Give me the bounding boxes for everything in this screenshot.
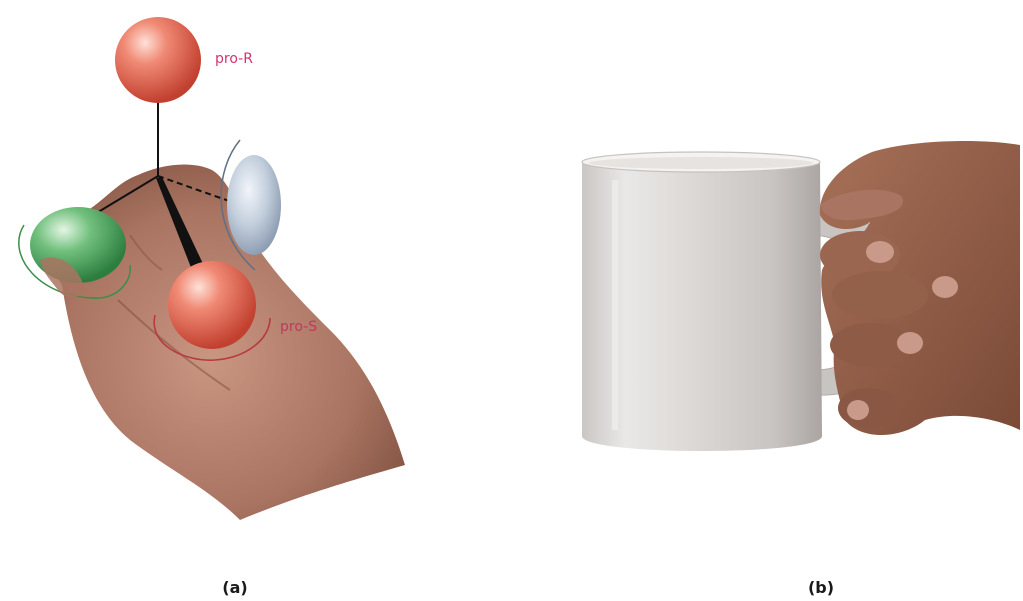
fingernail [897, 332, 923, 354]
pro-r-sphere [115, 17, 201, 103]
panel-a-caption: (a) [205, 578, 265, 597]
pro-s-label: pro-S [280, 319, 317, 335]
fingernail [932, 276, 958, 298]
panel-b [582, 141, 1020, 451]
gray-sphere [227, 155, 281, 255]
fingernail [847, 400, 869, 420]
pro-r-label: pro-R [215, 51, 253, 67]
finger-middle [832, 271, 928, 319]
pro-s-sphere [168, 261, 256, 349]
panel-b-caption: (b) [791, 578, 851, 597]
panel-a: pro-R pro-S [19, 17, 405, 520]
fingernail [866, 241, 894, 263]
mug-rim-inner [589, 157, 813, 169]
